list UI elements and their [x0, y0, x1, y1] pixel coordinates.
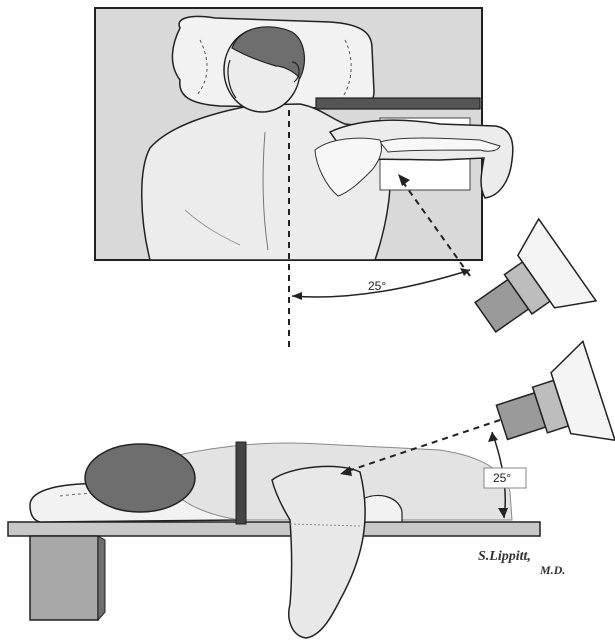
- patient-head-side: [85, 444, 195, 512]
- signature-line2: M.D.: [539, 563, 565, 577]
- xray-tube-side: [486, 341, 615, 471]
- side-view: 25° S.Lippitt, M.D.: [8, 341, 615, 638]
- signature-line1: S.Lippitt,: [478, 549, 531, 564]
- humerus: [380, 138, 500, 152]
- exam-table: [8, 522, 540, 536]
- cassette-bar: [316, 98, 480, 109]
- angle-label-side: 25°: [493, 471, 511, 485]
- side-cassette: [236, 442, 246, 524]
- angle-label-top: 25°: [368, 279, 386, 293]
- top-view: 25°: [95, 8, 596, 358]
- table-support: [30, 536, 98, 620]
- hanging-arm: [272, 466, 365, 638]
